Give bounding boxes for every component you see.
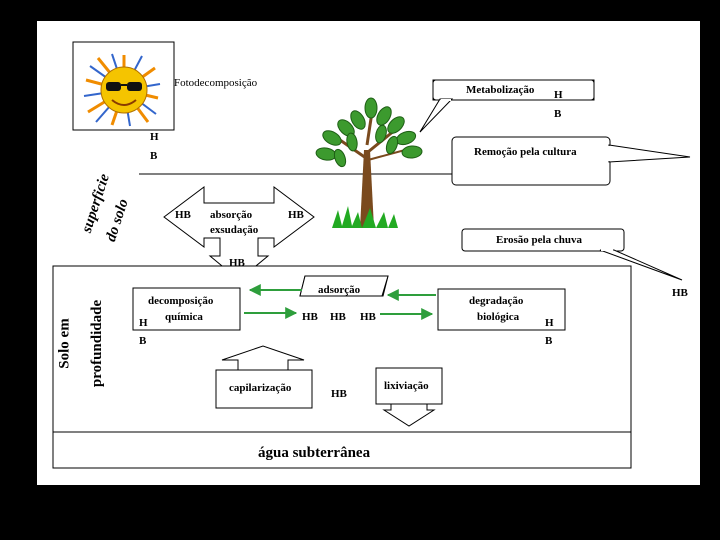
hb-absorption-bottom: HB (229, 257, 245, 269)
hb-b-metabolization: B (554, 108, 562, 120)
hb-erosion: HB (672, 287, 688, 299)
plant-icon (315, 97, 423, 228)
photodecomposition-label: Fotodecomposição (174, 77, 258, 89)
crop-removal-label: Remoção pela cultura (474, 146, 577, 158)
hb-absorption-right: HB (288, 209, 304, 221)
biological-degradation-label-2: biológica (477, 311, 520, 323)
hb-h-sun: H (150, 131, 159, 143)
metabolization-label: Metabolização (466, 84, 535, 96)
soil-depth-label-1: Solo em (56, 318, 73, 369)
hb-capillarization: HB (331, 388, 347, 400)
hb-adsorption-2: HB (330, 311, 346, 323)
sun-icon (72, 41, 175, 131)
hb-b-decomposition: B (139, 335, 147, 347)
adsorption-label: adsorção (318, 284, 361, 296)
chemical-decomposition-label-2: química (165, 311, 203, 323)
rain-erosion-label: Erosão pela chuva (496, 234, 582, 246)
hb-adsorption-3: HB (360, 311, 376, 323)
hb-h-decomposition: H (139, 317, 148, 329)
biological-degradation-label-1: degradação (469, 295, 524, 307)
chemical-decomposition-label-1: decomposição (148, 295, 214, 307)
hb-h-metabolization: H (554, 89, 563, 101)
absorption-label: absorção (210, 209, 253, 221)
hb-h-degradation: H (545, 317, 554, 329)
exudation-label: exsudação (210, 224, 259, 236)
hb-b-degradation: B (545, 335, 553, 347)
leaching-label: lixiviação (384, 380, 429, 392)
groundwater-label: água subterrânea (258, 445, 371, 461)
hb-adsorption-1: HB (302, 311, 318, 323)
soil-depth-label-2: profundidade (89, 299, 106, 388)
hb-b-sun: B (150, 150, 158, 162)
hb-absorption-left: HB (175, 209, 191, 221)
capillarization-label: capilarização (229, 382, 292, 394)
